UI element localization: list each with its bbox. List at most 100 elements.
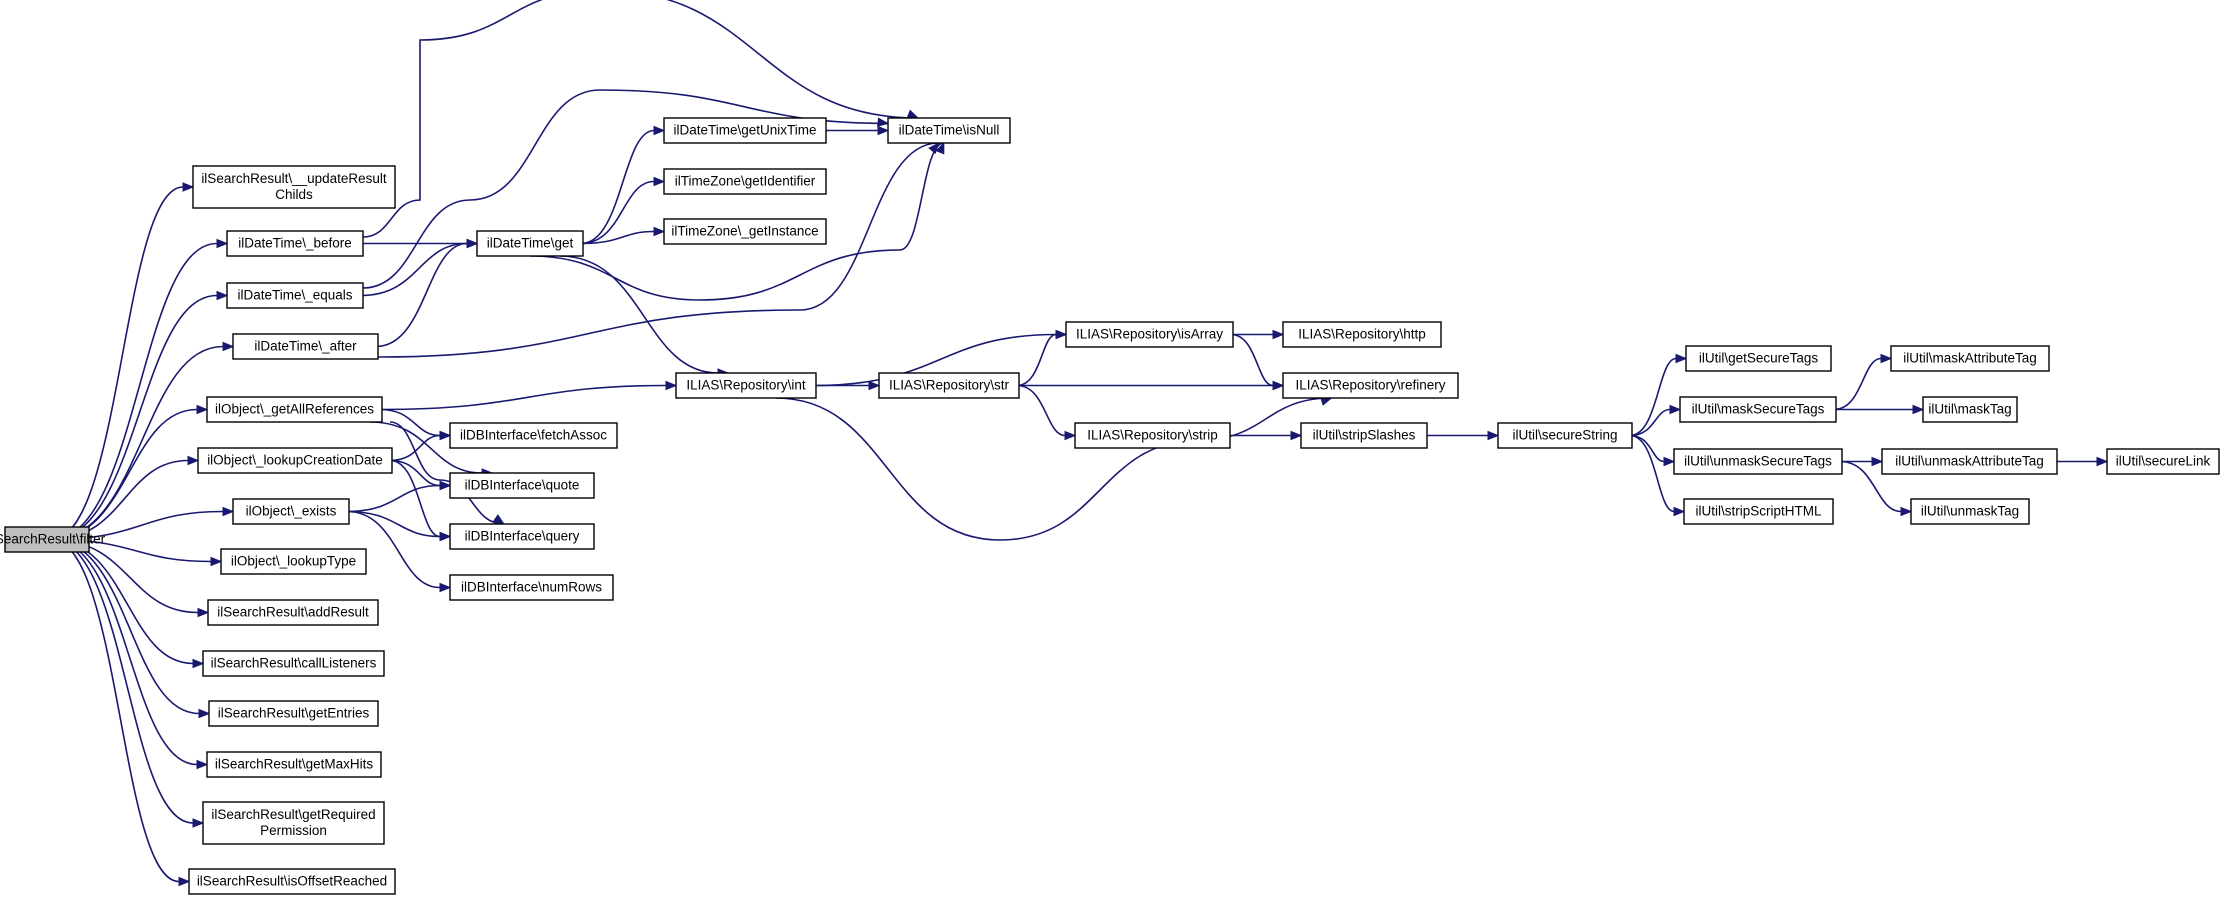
edge-obj_exists-to-db_numRows: [346, 510, 452, 593]
node-repo_isArray[interactable]: ILIAS\Repository\isArray: [1065, 321, 1234, 348]
node-label: Childs: [275, 187, 313, 202]
edge-repo_str-to-repo_isArray: [1016, 329, 1068, 387]
node-box: [1683, 498, 1834, 525]
node-repo_refinery[interactable]: ILIAS\Repository\refinery: [1282, 372, 1459, 399]
node-box: [206, 396, 383, 423]
node-repo_str[interactable]: ILIAS\Repository\str: [878, 372, 1020, 399]
node-box: [663, 168, 827, 195]
edge-repo_strip-to-util_stripSlashes: [1227, 430, 1303, 441]
edge-filter-to-sr_getMaxHits: [51, 538, 209, 770]
edge-filter-to-updateResultChilds: [51, 182, 195, 541]
node-label: ilUtil\unmaskSecureTags: [1684, 454, 1832, 469]
node-db_query[interactable]: ilDBInterface\query: [449, 523, 595, 550]
node-util_stripSlashes[interactable]: ilUtil\stripSlashes: [1300, 422, 1428, 449]
edge-filter-to-sr_getEntries: [51, 538, 211, 719]
node-label: ilUtil\unmaskAttributeTag: [1895, 454, 2044, 469]
edge-dt_get-to-repo_int: [559, 255, 730, 378]
node-label: ILIAS\Repository\strip: [1087, 428, 1218, 443]
node-sr_getMaxHits[interactable]: ilSearchResult\getMaxHits: [206, 751, 382, 778]
edge-dt_equals-to-dt_get: [360, 238, 479, 297]
node-label: ilSearchResult\getMaxHits: [215, 757, 374, 772]
node-repo_int[interactable]: ILIAS\Repository\int: [675, 372, 817, 399]
node-label: ILIAS\Repository\refinery: [1295, 378, 1445, 393]
node-util_unmaskTag[interactable]: ilUtil\unmaskTag: [1910, 498, 2030, 525]
node-repo_http[interactable]: ILIAS\Repository\http: [1282, 321, 1442, 348]
edge-obj_exists-to-db_quote: [346, 480, 452, 513]
node-box: [1065, 321, 1234, 348]
node-label: ilTimeZone\_getInstance: [671, 224, 818, 239]
edge-filter-to-obj_getAllReferences: [51, 404, 209, 541]
node-db_quote[interactable]: ilDBInterface\quote: [449, 472, 595, 499]
node-util_maskTag[interactable]: ilUtil\maskTag: [1922, 396, 2018, 423]
node-db_fetchAssoc[interactable]: ilDBInterface\fetchAssoc: [449, 422, 618, 449]
edge-util_secureString-to-util_stripScriptHTML: [1629, 434, 1686, 517]
node-dt_get[interactable]: ilDateTime\get: [476, 230, 584, 257]
edge-dt_get-to-tz_getIdentifier: [580, 176, 666, 245]
node-box: [887, 117, 1011, 144]
node-box: [1881, 448, 2058, 475]
node-label: ilDateTime\isNull: [899, 123, 1000, 138]
node-sr_addResult[interactable]: ilSearchResult\addResult: [207, 599, 379, 626]
node-dt_getUnixTime[interactable]: ilDateTime\getUnixTime: [663, 117, 827, 144]
node-obj_lookupType[interactable]: ilObject\_lookupType: [220, 548, 367, 575]
node-label: ilSearchResult\addResult: [217, 605, 369, 620]
node-util_maskSecureTags[interactable]: ilUtil\maskSecureTags: [1679, 396, 1837, 423]
edge-util_maskSecureTags-to-util_maskTag: [1833, 404, 1925, 415]
node-label: ilDateTime\getUnixTime: [673, 123, 816, 138]
node-box: [232, 498, 350, 525]
edge-obj_getAllReferences-to-repo_int: [379, 380, 678, 411]
edge-filter-to-sr_getRequiredPermission: [51, 538, 205, 828]
node-db_numRows[interactable]: ilDBInterface\numRows: [449, 574, 614, 601]
edge-util_secureString-to-util_maskSecureTags: [1629, 404, 1682, 437]
edge-repo_isArray-to-repo_refinery: [1230, 333, 1285, 391]
edge-filter-to-dt_after: [51, 341, 235, 541]
node-dt_equals[interactable]: ilDateTime\_equals: [226, 282, 364, 309]
node-sr_isOffsetReached[interactable]: ilSearchResult\isOffsetReached: [188, 868, 396, 895]
node-util_unmaskAttributeTag[interactable]: ilUtil\unmaskAttributeTag: [1881, 448, 2058, 475]
node-sr_callListeners[interactable]: ilSearchResult\callListeners: [202, 650, 385, 677]
edge-util_maskSecureTags-to-util_maskAttributeTag: [1833, 353, 1893, 411]
node-box: [206, 751, 382, 778]
node-label: ilUtil\maskAttributeTag: [1903, 351, 2037, 366]
node-dt_before[interactable]: ilDateTime\_before: [226, 230, 364, 257]
node-dt_after[interactable]: ilDateTime\_after: [232, 333, 379, 360]
node-label: ilUtil\stripScriptHTML: [1695, 504, 1822, 519]
edge-util_secureString-to-util_getSecureTags: [1629, 353, 1688, 437]
node-label: ilSearchResult\getRequired: [211, 807, 375, 822]
node-filter[interactable]: ilSearchResult\filter: [0, 526, 106, 553]
edge-obj_lookupCreationDate-to-db_query: [389, 459, 452, 542]
node-box: [449, 574, 614, 601]
node-label: ilSearchResult\filter: [0, 532, 106, 547]
node-obj_lookupCreationDate[interactable]: ilObject\_lookupCreationDate: [197, 447, 393, 474]
node-label: ilUtil\unmaskTag: [1921, 504, 2019, 519]
node-label: ILIAS\Repository\int: [686, 378, 806, 393]
node-obj_getAllReferences[interactable]: ilObject\_getAllReferences: [206, 396, 383, 423]
edge-dt_after-to-dt_isNull: [377, 141, 940, 358]
edge-dt_get-to-dt_getUnixTime: [580, 125, 666, 245]
node-util_unmaskSecureTags[interactable]: ilUtil\unmaskSecureTags: [1673, 448, 1843, 475]
node-box: [208, 700, 379, 727]
node-util_secureLink[interactable]: ilUtil\secureLink: [2106, 448, 2220, 475]
node-util_secureString[interactable]: ilUtil\secureString: [1497, 422, 1633, 449]
node-obj_exists[interactable]: ilObject\_exists: [232, 498, 350, 525]
node-box: [449, 422, 618, 449]
node-tz_getInstance[interactable]: ilTimeZone\_getInstance: [663, 218, 827, 245]
node-label: ilSearchResult\callListeners: [211, 656, 377, 671]
node-label: ilDateTime\_before: [238, 236, 352, 251]
node-label: ilDateTime\_after: [254, 339, 357, 354]
node-box: [1497, 422, 1633, 449]
node-sr_getEntries[interactable]: ilSearchResult\getEntries: [208, 700, 379, 727]
node-tz_getIdentifier[interactable]: ilTimeZone\getIdentifier: [663, 168, 827, 195]
node-box: [663, 218, 827, 245]
node-util_getSecureTags[interactable]: ilUtil\getSecureTags: [1685, 345, 1832, 372]
edge-repo_str-to-repo_strip: [1016, 384, 1077, 441]
node-box: [197, 447, 393, 474]
node-dt_isNull[interactable]: ilDateTime\isNull: [887, 117, 1011, 144]
node-repo_strip[interactable]: ILIAS\Repository\strip: [1074, 422, 1231, 449]
node-label: ilUtil\maskTag: [1928, 402, 2011, 417]
node-util_stripScriptHTML[interactable]: ilUtil\stripScriptHTML: [1683, 498, 1834, 525]
node-util_maskAttributeTag[interactable]: ilUtil\maskAttributeTag: [1890, 345, 2050, 372]
